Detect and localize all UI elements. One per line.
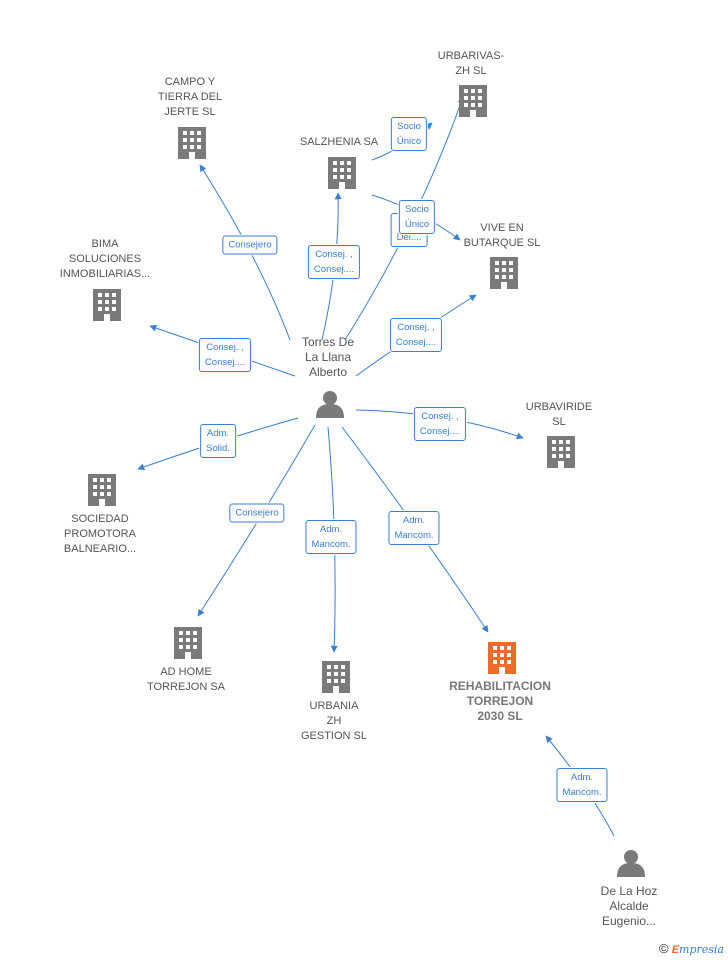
edge-label-salz-vive: Socio Único	[398, 200, 436, 234]
company-node-campo[interactable]	[178, 127, 206, 159]
company-node-urbania[interactable]	[322, 661, 350, 693]
edge-label-bima: Consej. , Consej....	[198, 338, 252, 372]
edge-label-rehab: Adm. Mancom.	[388, 511, 440, 545]
company-node-urbarivas[interactable]	[459, 85, 487, 117]
company-node-sociedad[interactable]	[88, 474, 116, 506]
building-icon	[178, 127, 206, 159]
company-name-rehab[interactable]: REHABILITACION TORREJON 2030 SL	[449, 679, 551, 723]
edge-label-salzhenia: Consej. , Consej....	[307, 245, 361, 279]
building-icon	[547, 436, 575, 468]
person-node-delahoz[interactable]	[617, 850, 645, 877]
company-node-bima[interactable]	[93, 289, 121, 321]
building-icon	[174, 627, 202, 659]
company-node-adhome[interactable]	[174, 627, 202, 659]
company-node-rehab[interactable]	[488, 642, 516, 674]
building-icon	[93, 289, 121, 321]
company-name-sociedad[interactable]: SOCIEDAD PROMOTORA BALNEARIO...	[63, 513, 137, 555]
company-name-vive[interactable]: VIVE EN BUTARQUE SL	[463, 222, 541, 249]
building-icon	[328, 157, 356, 189]
person-name-center[interactable]: Torres De La Llana Alberto	[301, 335, 355, 379]
company-name-adhome[interactable]: AD HOME TORREJON SA	[146, 666, 226, 693]
building-icon	[322, 661, 350, 693]
building-icon	[459, 85, 487, 117]
company-node-salzhenia[interactable]	[328, 157, 356, 189]
edge-line-campo	[199, 164, 291, 341]
edge-label-salz-urbarivas: Socio Único	[390, 117, 428, 151]
edge-label-adhome: Consejero	[229, 503, 285, 523]
company-name-salzhenia[interactable]: SALZHENIA SA	[299, 136, 379, 148]
edge-label-delahoz: Adm. Mancom.	[556, 768, 608, 802]
company-name-urbania[interactable]: URBANIA ZH GESTION SL	[300, 700, 368, 742]
person-name-delahoz[interactable]: De La Hoz Alcalde Eugenio...	[600, 884, 658, 928]
company-node-vive[interactable]	[490, 257, 518, 289]
edge-label-sociedad: Adm. Solid.	[200, 424, 236, 458]
brand-watermark: © Empresia	[659, 941, 724, 956]
edge-label-urbania: Adm. Mancom.	[305, 520, 357, 554]
edge-label-vive: Consej. , Consej....	[389, 318, 443, 352]
building-icon	[88, 474, 116, 506]
brand-name: mpresia	[679, 943, 724, 956]
building-icon	[488, 642, 516, 674]
company-node-urbaviride[interactable]	[547, 436, 575, 468]
building-icon	[490, 257, 518, 289]
edge-label-urbaviride: Consej. , Consej....	[413, 407, 467, 441]
company-name-urbaviride[interactable]: URBAVIRIDE SL	[525, 401, 593, 428]
company-name-campo[interactable]: CAMPO Y TIERRA DEL JERTE SL	[157, 76, 223, 118]
copyright-icon: ©	[659, 941, 669, 956]
company-name-bima[interactable]: BIMA SOLUCIONES INMOBILIARIAS...	[59, 238, 151, 280]
person-icon	[316, 391, 344, 418]
person-node-center[interactable]	[316, 391, 344, 418]
brand-initial: E	[671, 944, 680, 956]
person-icon	[617, 850, 645, 877]
company-name-urbarivas[interactable]: URBARIVAS- ZH SL	[437, 50, 505, 77]
edge-label-campo: Consejero	[222, 235, 278, 255]
